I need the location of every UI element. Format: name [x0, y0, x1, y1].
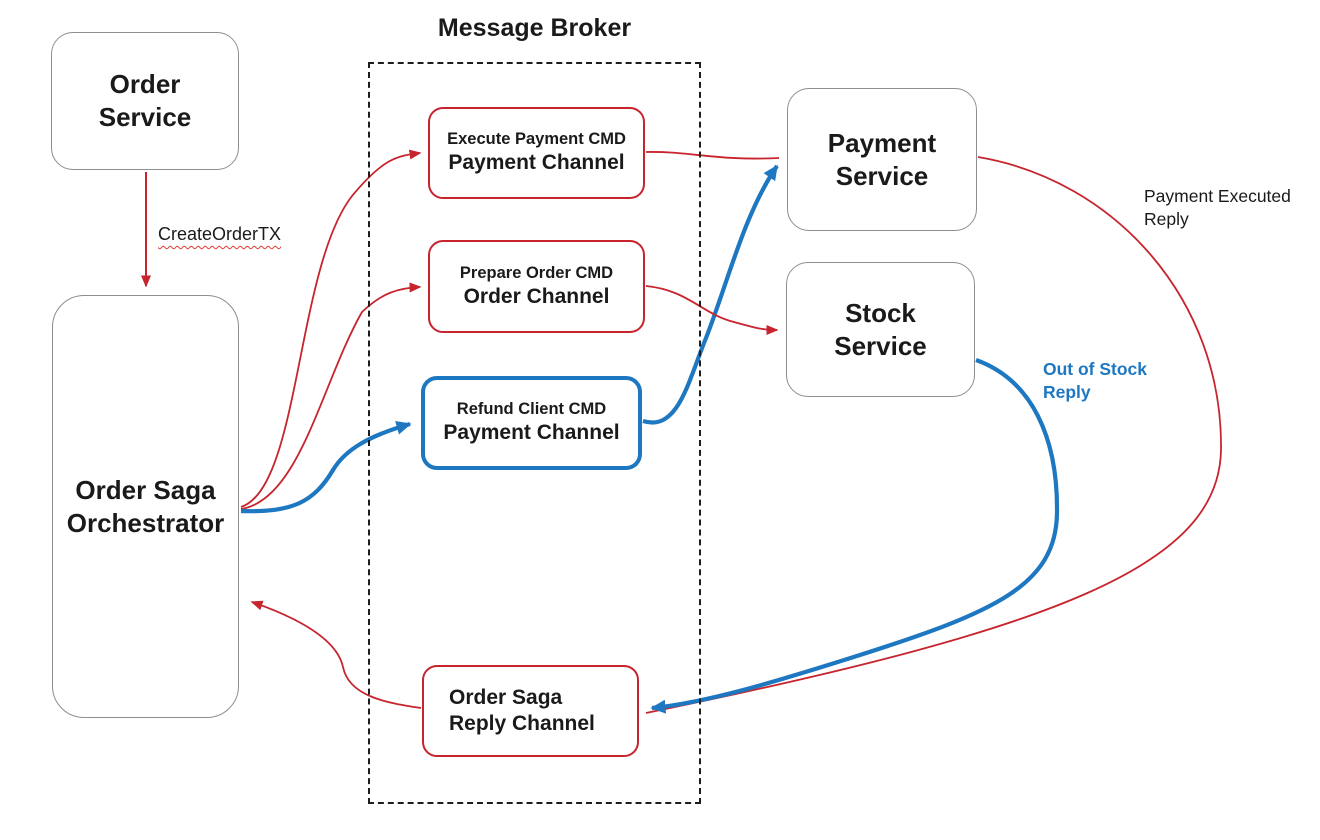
refund-client-channel-node: Refund Client CMD Payment Channel [421, 376, 642, 470]
edge-refund-client-to-payment-service [642, 164, 779, 425]
order-service-node: Order Service [51, 32, 239, 170]
refund-payment-channel-label: Payment Channel [443, 421, 620, 445]
reply-channel-label-line2: Reply Channel [449, 712, 595, 735]
payment-executed-reply-line1: Payment Executed [1144, 186, 1291, 206]
payment-service-label-line1: Payment [827, 127, 937, 158]
message-broker-container [368, 62, 701, 804]
message-broker-title: Message Broker [437, 14, 632, 42]
edge-orchestrator-to-execute-payment [240, 149, 422, 508]
order-saga-reply-channel-node: Order Saga Reply Channel [422, 665, 639, 757]
edge-orchestrator-to-prepare-order [240, 282, 422, 510]
prepare-order-cmd-label: Prepare Order CMD [459, 263, 614, 282]
out-of-stock-reply-line2: Reply [1043, 382, 1091, 403]
order-service-label-line1: Order [109, 69, 181, 100]
payment-service-label-line2: Service [835, 160, 929, 191]
orchestrator-label-line1: Order Saga [75, 474, 216, 505]
order-saga-orchestrator-node: Order Saga Orchestrator [52, 295, 239, 718]
order-service-label-line2: Service [98, 102, 192, 132]
edge-reply-channel-to-orchestrator [250, 600, 422, 709]
out-of-stock-reply-label: Out of Stock Reply [1043, 358, 1147, 404]
out-of-stock-reply-line1: Out of Stock [1043, 359, 1148, 379]
edge-prepare-order-to-stock-service [645, 285, 779, 335]
create-order-tx-label: CreateOrderTX [158, 224, 282, 244]
edge-orchestrator-to-refund-client [240, 420, 412, 514]
execute-payment-channel-label: Payment Channel [448, 151, 625, 175]
stock-service-node: Stock Service [786, 262, 975, 397]
payment-executed-reply-line2: Reply [1144, 209, 1189, 230]
reply-channel-label-line1: Order Saga [449, 685, 563, 709]
execute-payment-channel-node: Execute Payment CMD Payment Channel [428, 107, 645, 199]
refund-client-cmd-label: Refund Client CMD [456, 400, 607, 419]
stock-service-label-line2: Service [834, 330, 927, 361]
order-channel-label: Order Channel [463, 284, 610, 308]
edge-execute-payment-to-payment-service [645, 151, 780, 160]
prepare-order-channel-node: Prepare Order CMD Order Channel [428, 240, 645, 333]
edge-payment-executed-reply [645, 156, 1222, 714]
orchestrator-label-line2: Orchestrator [66, 507, 225, 538]
stock-service-label-line1: Stock [845, 297, 916, 328]
payment-service-node: Payment Service [787, 88, 977, 231]
edge-out-of-stock-reply [650, 358, 1060, 714]
payment-executed-reply-label: Payment Executed Reply [1144, 185, 1291, 231]
execute-payment-cmd-label: Execute Payment CMD [447, 130, 626, 149]
